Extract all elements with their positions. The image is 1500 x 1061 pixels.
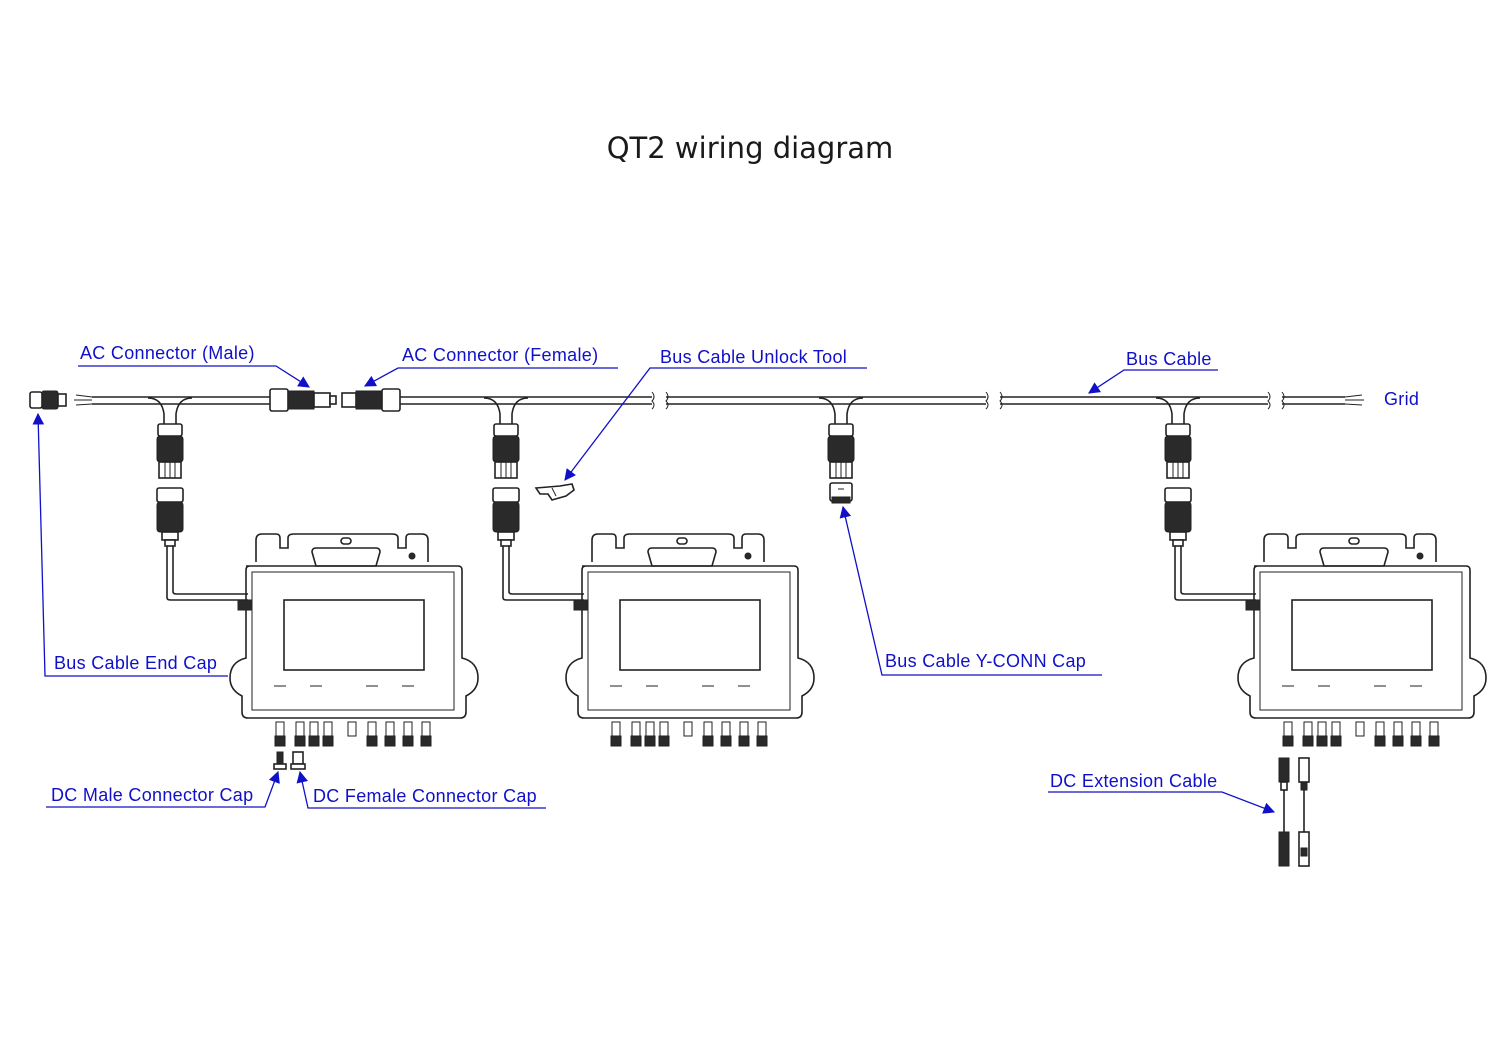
callout-bus-cable: Bus Cable <box>1088 349 1218 394</box>
diagram-title: QT2 wiring diagram <box>607 131 894 165</box>
bus-cable-end-cap <box>29 390 67 410</box>
callout-ac-connector-female: AC Connector (Female) <box>363 345 618 387</box>
y-connector-1 <box>147 397 193 479</box>
callout-ac-connector-male: AC Connector (Male) <box>78 343 310 388</box>
inverter-ac-cable-2 <box>492 487 584 601</box>
bus-cable-trunk <box>74 391 1364 410</box>
label-ac-connector-female: AC Connector (Female) <box>402 345 598 365</box>
y-connector-4 <box>1155 397 1201 479</box>
label-bus-cable: Bus Cable <box>1126 349 1212 369</box>
bus-cable-unlock-tool <box>534 483 575 501</box>
ac-connector-male <box>269 388 337 412</box>
callout-end-cap: Bus Cable End Cap <box>32 412 228 677</box>
dc-male-connector-cap <box>273 751 287 770</box>
callout-dc-female-cap: DC Female Connector Cap <box>296 770 546 809</box>
microinverter-1 <box>229 533 479 747</box>
label-dc-male-connector-cap: DC Male Connector Cap <box>51 785 253 805</box>
inverter-ac-cable-3 <box>1164 487 1256 601</box>
label-dc-extension-cable: DC Extension Cable <box>1050 771 1217 791</box>
microinverter-2 <box>565 533 815 747</box>
dc-extension-cable <box>1278 757 1310 867</box>
bus-cable-yconn-cap <box>829 482 853 504</box>
callout-dc-extension-cable: DC Extension Cable <box>1048 771 1276 814</box>
callout-yconn-cap: Bus Cable Y-CONN Cap <box>839 505 1102 676</box>
inverter-ac-cable-1 <box>156 487 248 601</box>
label-dc-female-connector-cap: DC Female Connector Cap <box>313 786 537 806</box>
microinverter-3 <box>1237 533 1487 747</box>
label-ac-connector-male: AC Connector (Male) <box>80 343 255 363</box>
y-connector-3 <box>818 397 864 479</box>
y-connector-2 <box>483 397 529 479</box>
callout-unlock-tool: Bus Cable Unlock Tool <box>564 347 867 481</box>
dc-female-connector-cap <box>290 751 306 770</box>
label-grid: Grid <box>1384 389 1419 409</box>
ac-connector-female <box>341 388 401 412</box>
label-bus-cable-yconn-cap: Bus Cable Y-CONN Cap <box>885 651 1086 671</box>
callout-dc-male-cap: DC Male Connector Cap <box>46 770 280 808</box>
label-bus-cable-unlock-tool: Bus Cable Unlock Tool <box>660 347 847 367</box>
label-bus-cable-end-cap: Bus Cable End Cap <box>54 653 217 673</box>
